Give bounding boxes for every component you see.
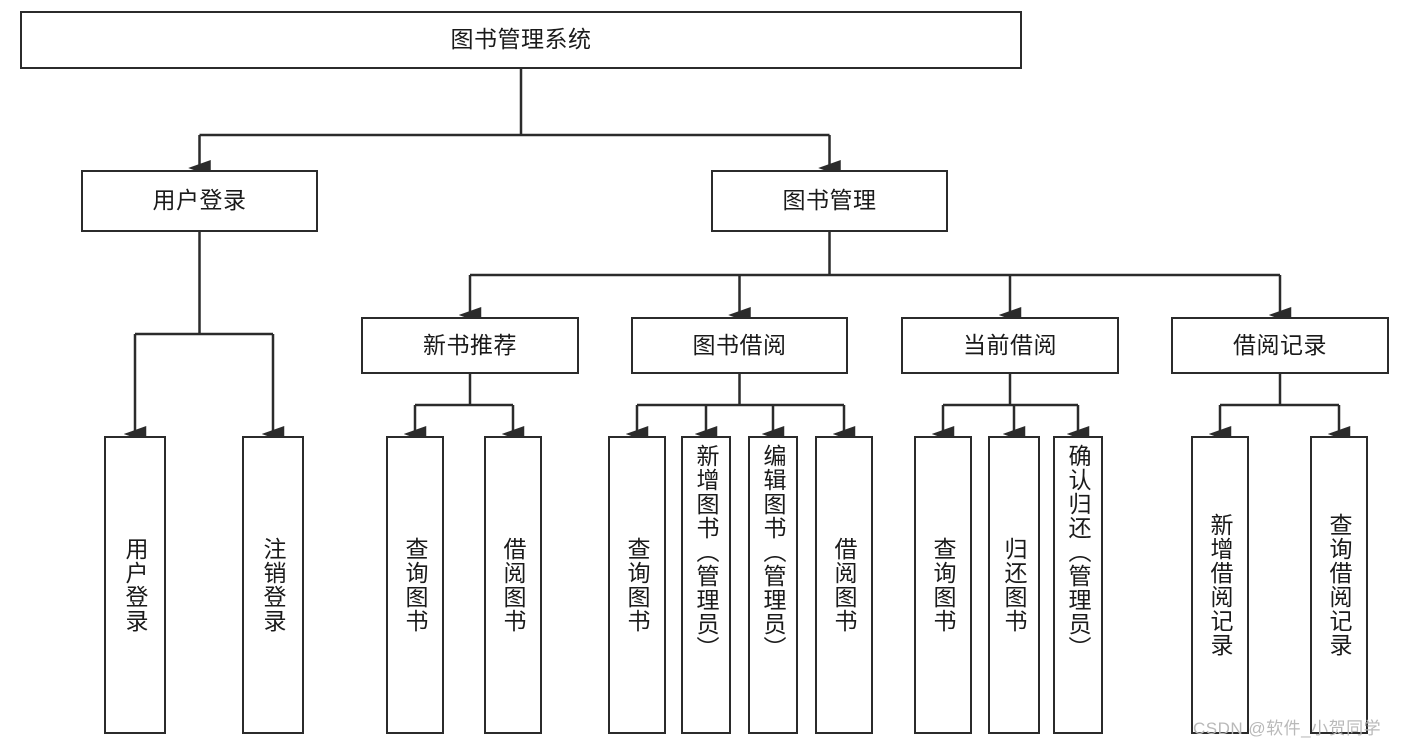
node-label: 用户登录 <box>152 187 247 214</box>
branch-node[interactable]: 新书推荐 <box>361 317 579 374</box>
branch-node[interactable]: 借阅记录 <box>1171 317 1389 374</box>
connector-lines <box>123 69 1351 443</box>
node-label: 查询图书 <box>402 537 429 633</box>
node-label: 借阅记录 <box>1233 331 1327 358</box>
node-label: 当前借阅 <box>963 331 1057 358</box>
node-label: 借阅图书 <box>831 537 858 633</box>
node-label: 查询借阅记录 <box>1326 513 1353 657</box>
branch-node[interactable]: 图书管理 <box>711 170 948 232</box>
leaf-node[interactable]: 新增借阅记录 <box>1191 436 1249 734</box>
leaf-node[interactable]: 查询借阅记录 <box>1310 436 1368 734</box>
branch-node[interactable]: 用户登录 <box>81 170 318 232</box>
node-label: 注销登录 <box>260 537 287 633</box>
node-label: 归还图书 <box>1001 537 1028 633</box>
node-label: 图书管理系统 <box>450 26 592 53</box>
node-label: 借阅图书 <box>500 537 527 633</box>
node-label: 图书借阅 <box>692 331 787 358</box>
root-node[interactable]: 图书管理系统 <box>20 11 1022 69</box>
node-label: 用户登录 <box>122 537 149 633</box>
node-label: 编辑图书（管理员） <box>760 444 787 660</box>
node-label: 查询图书 <box>624 537 651 633</box>
leaf-node[interactable]: 借阅图书 <box>484 436 542 734</box>
node-label: 新书推荐 <box>423 331 517 358</box>
leaf-node[interactable]: 新增图书（管理员） <box>681 436 731 734</box>
leaf-node[interactable]: 查询图书 <box>386 436 444 734</box>
node-label: 新增借阅记录 <box>1207 513 1234 657</box>
leaf-node[interactable]: 注销登录 <box>242 436 304 734</box>
branch-node[interactable]: 图书借阅 <box>631 317 848 374</box>
node-label: 查询图书 <box>930 537 957 633</box>
leaf-node[interactable]: 编辑图书（管理员） <box>748 436 798 734</box>
node-label: 确认归还（管理员） <box>1065 444 1092 660</box>
leaf-node[interactable]: 用户登录 <box>104 436 166 734</box>
leaf-node[interactable]: 确认归还（管理员） <box>1053 436 1103 734</box>
leaf-node[interactable]: 归还图书 <box>988 436 1040 734</box>
node-label: 图书管理 <box>782 187 877 214</box>
leaf-node[interactable]: 借阅图书 <box>815 436 873 734</box>
branch-node[interactable]: 当前借阅 <box>901 317 1119 374</box>
leaf-node[interactable]: 查询图书 <box>914 436 972 734</box>
leaf-node[interactable]: 查询图书 <box>608 436 666 734</box>
node-label: 新增图书（管理员） <box>693 444 720 660</box>
